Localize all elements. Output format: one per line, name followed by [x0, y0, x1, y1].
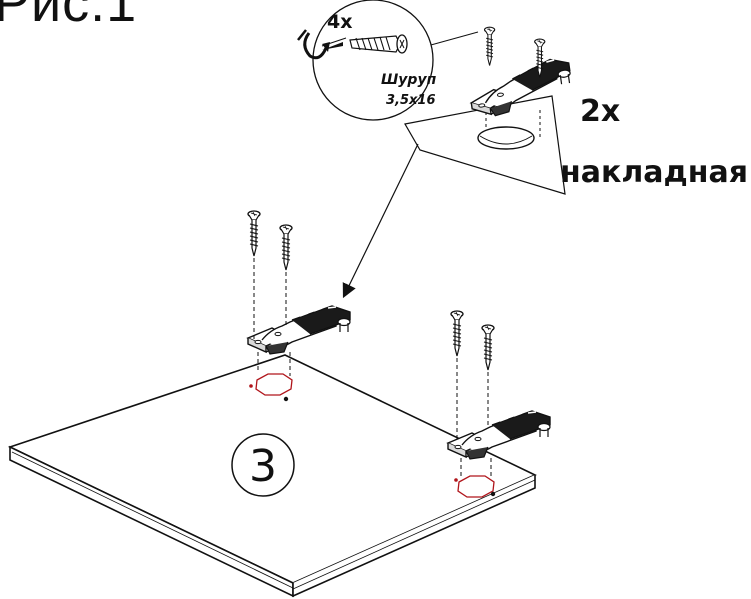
cup-hole-marking-left	[249, 373, 293, 402]
screw-callout: 4x Шуруп 3,5x16	[297, 0, 437, 121]
hinge-right	[447, 410, 551, 460]
leader-arrow	[342, 143, 419, 299]
part-number: 3	[249, 441, 277, 492]
screws-left	[247, 210, 293, 376]
screw-quantity: 4x	[327, 11, 352, 33]
detail-inset	[404, 26, 576, 195]
screw-size: 3,5x16	[386, 93, 436, 108]
hinge-quantity: 2x	[580, 94, 620, 129]
screw-name: Шуруп	[381, 72, 437, 88]
screws-right	[450, 310, 495, 478]
hinge-type: накладная	[560, 155, 748, 190]
hinge-left	[247, 305, 351, 355]
part-number-badge: 3	[231, 433, 295, 497]
cup-hole-marking-right	[454, 475, 496, 498]
figure-title: Рис.1	[0, 0, 138, 33]
